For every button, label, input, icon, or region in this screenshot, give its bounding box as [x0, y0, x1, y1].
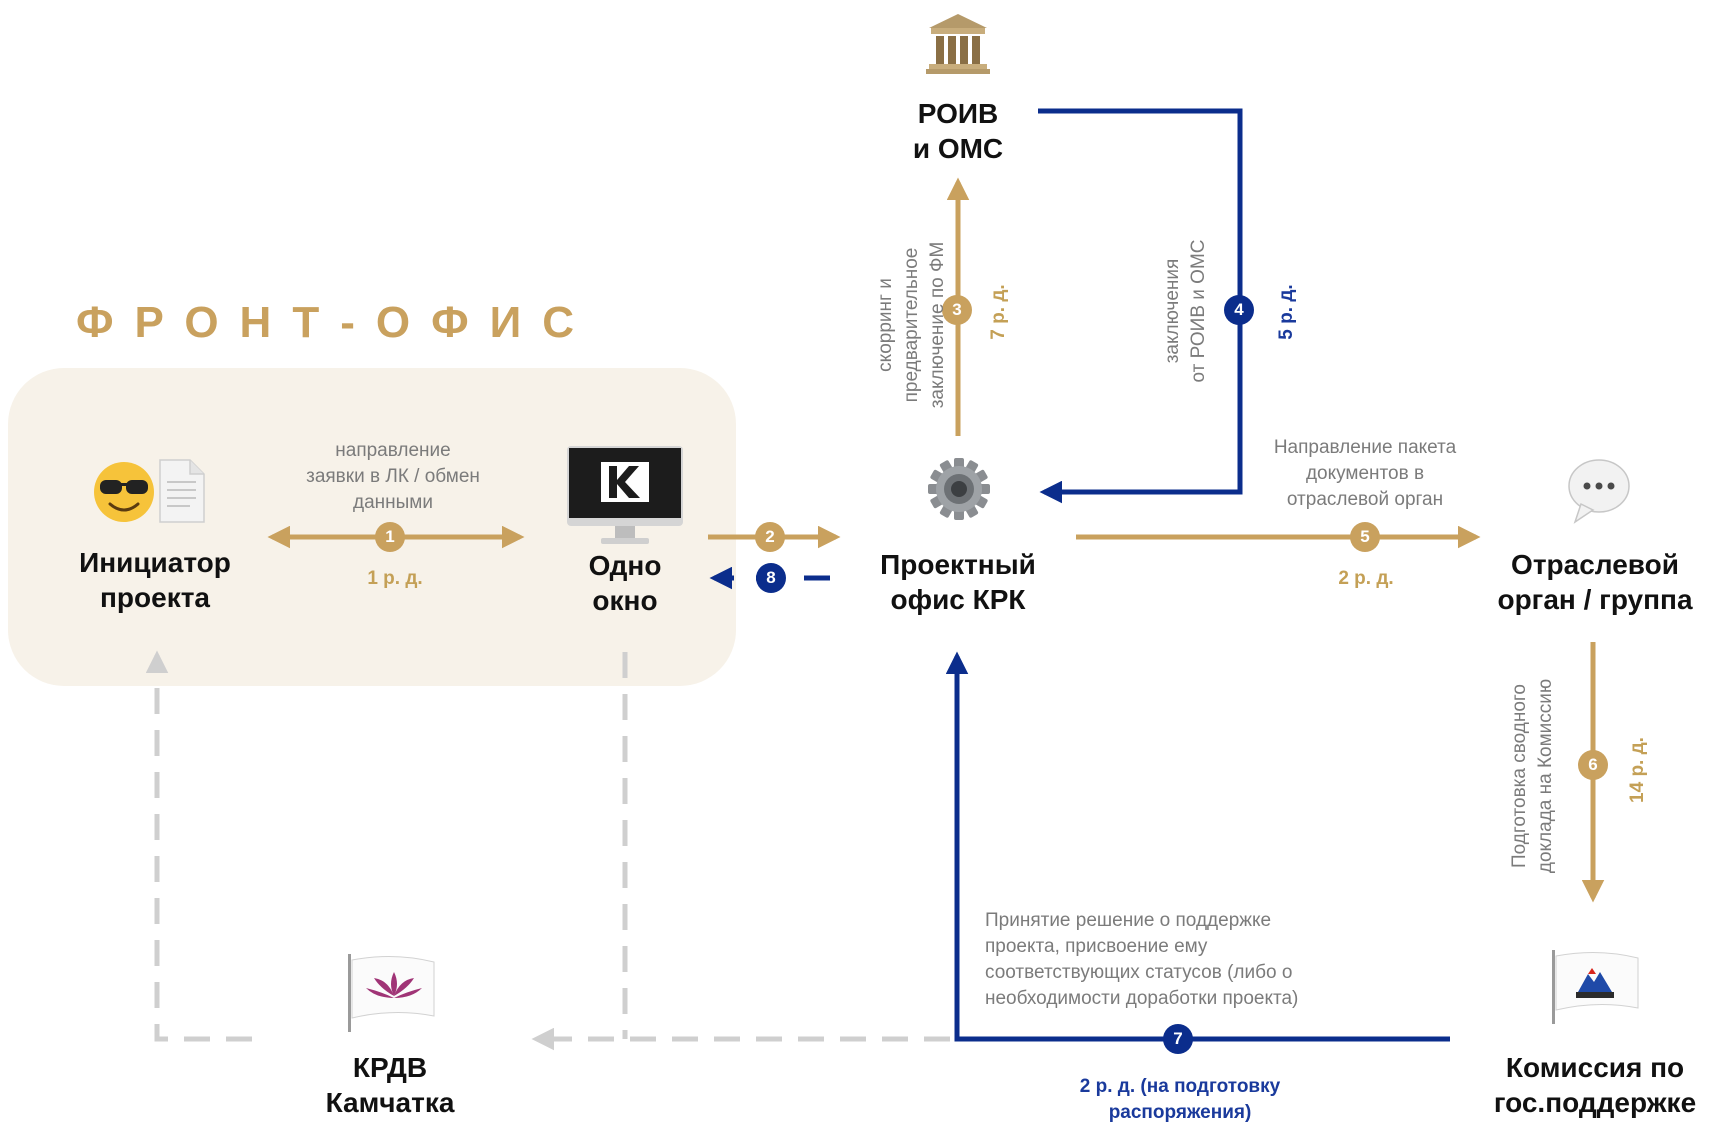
step-3-desc-line3: заключение по ФМ	[927, 241, 948, 409]
kamchatka-flag-icon	[1548, 948, 1644, 1031]
node-project-office-line2: офис КРК	[890, 584, 1026, 615]
step-3-desc-line2: предварительное	[901, 247, 922, 403]
step-7-desc-line1: Принятие решение о поддержке	[985, 910, 1272, 931]
step-3-duration: 7 р. д.	[988, 284, 1009, 340]
node-roiv-line1: РОИВ	[917, 98, 999, 129]
step-7-desc-line2: проекта, присвоение ему	[985, 936, 1208, 957]
node-commission: Комиссия по гос.поддержке	[1482, 1050, 1708, 1120]
step-4-desc-line1: заключения	[1162, 258, 1183, 364]
node-commission-line2: гос.поддержке	[1493, 1087, 1697, 1118]
step-badge-7: 7	[1163, 1024, 1193, 1054]
step-6-desc-line1: Подготовка сводного	[1509, 683, 1530, 869]
step-7-duration-line2: распоряжения)	[1108, 1102, 1252, 1123]
step-5-desc-line1: Направление пакета	[1273, 437, 1457, 458]
step-badge-5: 5	[1350, 522, 1380, 552]
step-7-desc-line4: необходимости доработки проекта)	[985, 988, 1299, 1009]
step-3-desc-line1: скорринг и	[875, 278, 896, 372]
one-window-monitor-icon	[565, 444, 685, 553]
arrow-step-7	[945, 651, 1450, 1042]
node-one-window-line1: Одно	[588, 550, 662, 581]
node-initiator: Инициатор проекта	[62, 545, 248, 615]
step-6-duration: 14 р. д.	[1627, 737, 1648, 803]
step-4-description: заключения от РОИВ и ОМС	[1160, 236, 1212, 386]
step-badge-8: 8	[756, 563, 786, 593]
step-5-description: Направление пакета документов в отраслев…	[1250, 435, 1480, 513]
node-commission-line1: Комиссия по	[1505, 1052, 1685, 1083]
step-5-duration: 2 р. д.	[1338, 568, 1394, 589]
step-badge-6: 6	[1578, 750, 1608, 780]
node-project-office: Проектный офис КРК	[858, 547, 1058, 617]
krdv-lotus-flag-icon	[344, 952, 440, 1039]
node-krdv-line2: Камчатка	[325, 1087, 455, 1118]
step-1-duration: 1 р. д.	[367, 568, 423, 589]
speech-bubble-icon	[1567, 458, 1631, 531]
step-6-description: Подготовка сводного доклада на Комиссию	[1507, 661, 1559, 891]
node-roiv-line2: и ОМС	[912, 133, 1004, 164]
step-5-desc-line3: отраслевой орган	[1286, 489, 1444, 510]
step-badge-3: 3	[942, 295, 972, 325]
node-sector-body-line2: орган / группа	[1497, 584, 1693, 615]
initiator-icon	[92, 458, 222, 533]
government-building-icon	[925, 10, 991, 81]
node-roiv: РОИВ и ОМС	[878, 96, 1038, 166]
node-initiator-line1: Инициатор	[79, 547, 231, 578]
step-3-description: скорринг и предварительное заключение по…	[873, 225, 951, 425]
node-krdv-line1: КРДВ	[352, 1052, 428, 1083]
step-4-desc-line2: от РОИВ и ОМС	[1188, 239, 1209, 383]
step-1-desc-line1: направление	[335, 440, 451, 461]
step-7-duration-line1: 2 р. д. (на подготовку	[1079, 1076, 1281, 1097]
step-badge-4: 4	[1224, 295, 1254, 325]
step-1-description: направление заявки в ЛК / обмен данными	[283, 438, 503, 516]
step-6-desc-line2: доклада на Комиссию	[1535, 678, 1556, 874]
step-badge-2: 2	[755, 522, 785, 552]
step-5-desc-line2: документов в	[1305, 463, 1425, 484]
step-badge-1: 1	[375, 522, 405, 552]
step-7-desc-line3: соответствующих статусов (либо о	[985, 962, 1293, 983]
node-project-office-line1: Проектный	[880, 549, 1036, 580]
node-sector-body: Отраслевой орган / группа	[1482, 547, 1708, 617]
node-krdv: КРДВ Камчатка	[300, 1050, 480, 1120]
node-initiator-line2: проекта	[100, 582, 210, 613]
node-one-window: Одно окно	[560, 548, 690, 618]
step-7-duration: 2 р. д. (на подготовку распоряжения)	[1040, 1074, 1320, 1126]
step-4-duration: 5 р. д.	[1276, 284, 1297, 340]
node-one-window-line2: окно	[592, 585, 658, 616]
step-7-description: Принятие решение о поддержке проекта, пр…	[985, 908, 1365, 1012]
gray-dashed-to-initiator	[145, 650, 252, 1042]
node-sector-body-line1: Отраслевой	[1511, 549, 1679, 580]
step-1-desc-line2: заявки в ЛК / обмен	[306, 466, 480, 487]
gear-icon	[926, 456, 992, 527]
step-1-desc-line3: данными	[353, 492, 433, 513]
front-office-title: ФРОНТ-ОФИС	[76, 298, 596, 347]
